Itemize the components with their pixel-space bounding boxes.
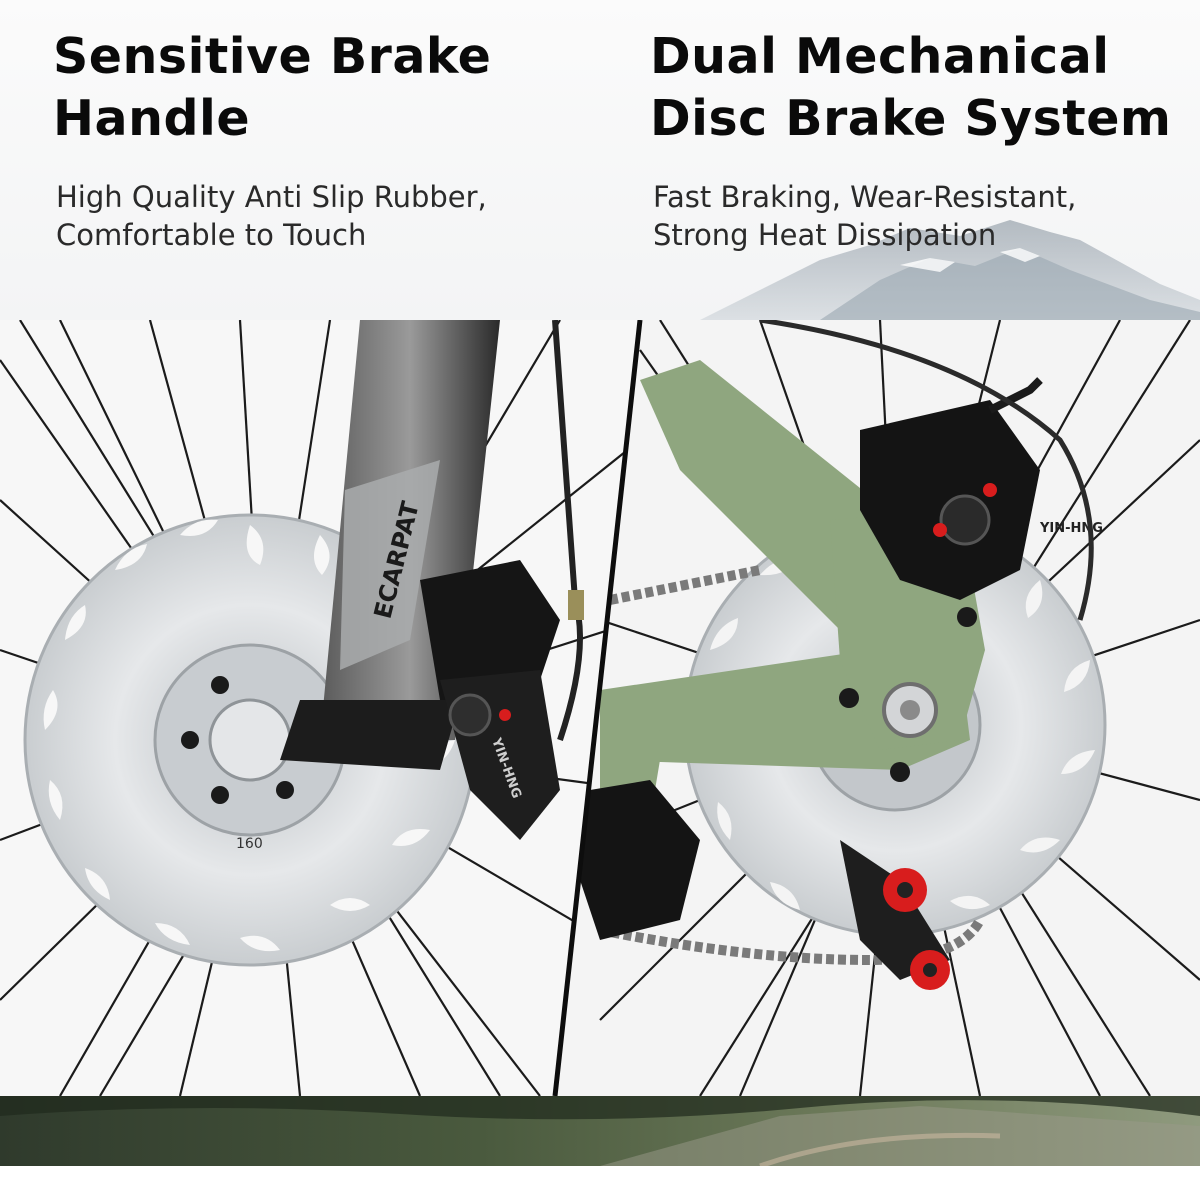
rotor-size-label: 160 [236,836,263,852]
feature-desc-line: Comfortable to Touch [56,218,367,252]
feature-title: Sensitive Brake Handle [53,26,573,150]
feature-title: Dual Mechanical Disc Brake System [650,26,1190,150]
bottom-margin [0,1166,1200,1200]
front-caliper: YIN-HNG [420,560,560,840]
feature-desc-line: Fast Braking, Wear-Resistant, [653,180,1077,214]
photo-illustration: 160 ECARPAT YIN-HNG [0,320,1200,1096]
feature-header: Sensitive Brake Handle High Quality Anti… [0,0,1200,320]
brake-photos: 160 ECARPAT YIN-HNG [0,320,1200,1096]
rear-frame [600,360,985,830]
panel-divider [552,320,643,1096]
feature-title-line: Handle [53,90,251,147]
feature-description: High Quality Anti Slip Rubber, Comfortab… [56,178,573,254]
feature-desc-line: High Quality Anti Slip Rubber, [56,180,487,214]
landscape-illustration [0,1096,1200,1166]
chain [609,565,761,605]
feature-description: Fast Braking, Wear-Resistant, Strong Hea… [653,178,1190,254]
rear-brake-panel: YIN-HNG [555,320,1200,1096]
front-brake-panel: 160 ECARPAT YIN-HNG [0,320,640,1096]
rear-brake-cable [759,320,1094,621]
caliper-brand-label: YIN-HNG [1039,521,1103,536]
feature-brake-handle: Sensitive Brake Handle High Quality Anti… [53,26,573,254]
rear-caliper: YIN-HNG [860,377,1103,600]
feature-title-line: Dual Mechanical [650,28,1110,85]
mountain-backdrop [700,220,1200,320]
feature-title-line: Disc Brake System [650,90,1172,147]
rear-derailleur [580,780,950,990]
feature-title-line: Sensitive Brake [53,28,492,85]
feature-disc-brake: Dual Mechanical Disc Brake System Fast B… [650,26,1190,254]
landscape-strip [0,1096,1200,1166]
feature-desc-line: Strong Heat Dissipation [653,218,997,252]
